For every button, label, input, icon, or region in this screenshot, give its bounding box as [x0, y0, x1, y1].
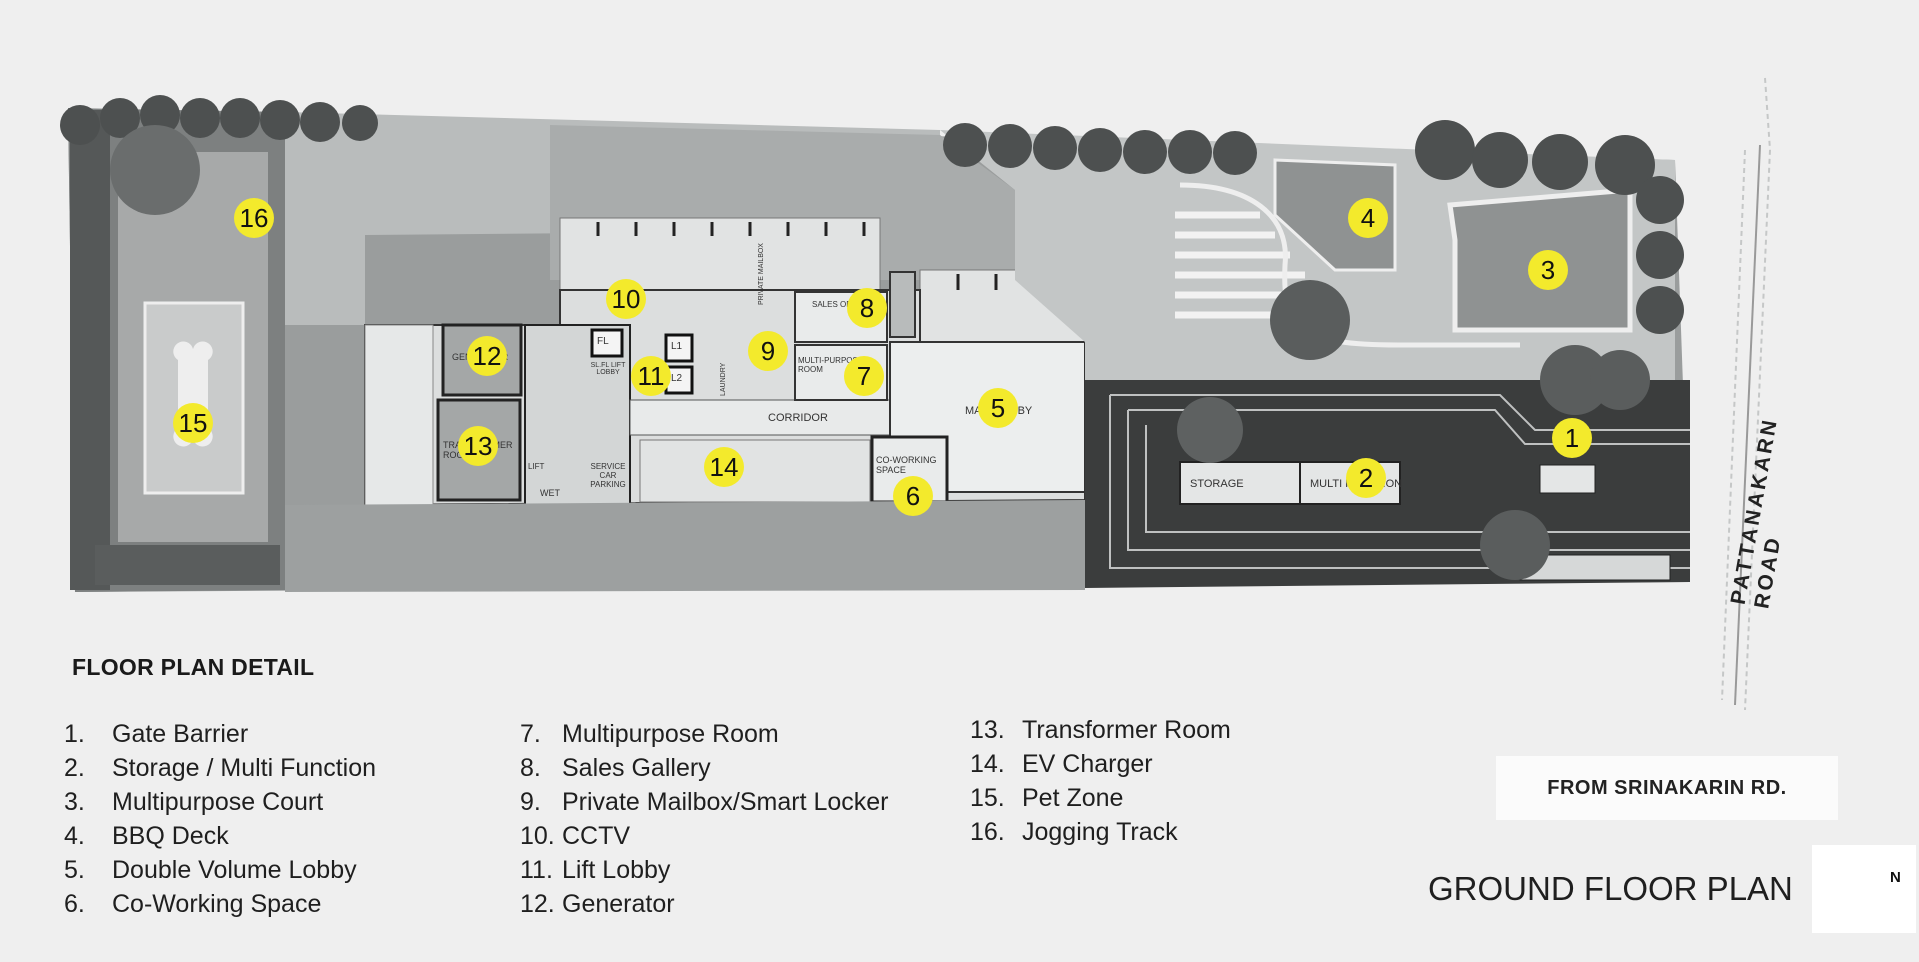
road-edge-lines: [1721, 77, 1772, 711]
marker-10: 10: [606, 279, 646, 319]
room-label-sl-fl-lift-lobby: SL.FL LIFT LOBBY: [590, 362, 626, 376]
legend-column-2: 7.Multipurpose Room 8.Sales Gallery 9.Pr…: [520, 720, 889, 924]
room-label-lift: LIFT: [528, 462, 545, 471]
north-label: N: [1890, 869, 1901, 886]
legend-item: 7.Multipurpose Room: [520, 720, 779, 748]
parking-row-north-left: [559, 217, 881, 294]
legend-item: 15.Pet Zone: [970, 784, 1124, 812]
south-strip: [285, 500, 1085, 592]
gate-barrier-box: [1539, 464, 1596, 494]
legend-item: 16.Jogging Track: [970, 818, 1178, 846]
marker-5: 5: [978, 388, 1018, 428]
from-srinakarin-label: FROM SRINAKARIN RD.: [1496, 756, 1838, 820]
legend-item: 11.Lift Lobby: [520, 856, 671, 884]
marker-16: 16: [234, 198, 274, 238]
legend-item: 14.EV Charger: [970, 750, 1153, 778]
legend-item: 9.Private Mailbox/Smart Locker: [520, 788, 889, 816]
legend-column-3: 13.Transformer Room 14.EV Charger 15.Pet…: [970, 716, 1231, 852]
tree-canopies: [60, 95, 1684, 580]
marker-1: 1: [1552, 418, 1592, 458]
marker-4: 4: [1348, 198, 1388, 238]
legend-column-1: 1.Gate Barrier 2.Storage / Multi Functio…: [64, 720, 376, 924]
legend-item: 10.CCTV: [520, 822, 631, 850]
plan-title: GROUND FLOOR PLAN: [1428, 870, 1793, 907]
corridor-zone: [629, 399, 891, 436]
ev-parking-row: [639, 439, 871, 503]
marker-9: 9: [748, 331, 788, 371]
room-label-laundry: LAUNDRY: [720, 362, 727, 396]
legend-title: FLOOR PLAN DETAIL: [72, 654, 315, 680]
marker-7: 7: [844, 356, 884, 396]
room-label-sales-office: SALES OFFICE: [812, 300, 870, 309]
room-label-co-working: CO-WORKING SPACE: [876, 455, 937, 475]
marker-14: 14: [704, 447, 744, 487]
tree-line-south-west: [95, 545, 280, 585]
stair-core: [889, 271, 916, 338]
lift-fl: [590, 328, 624, 358]
compass-box: N: [1812, 845, 1916, 933]
marker-6: 6: [893, 476, 933, 516]
room-label-mailbox: PRIVATE MAILBOX: [758, 243, 765, 305]
room-label-storage: STORAGE: [1190, 478, 1244, 490]
legend-item: 2.Storage / Multi Function: [64, 754, 377, 782]
marker-8: 8: [847, 288, 887, 328]
marker-2: 2: [1346, 458, 1386, 498]
bbq-deck-zone: [1273, 158, 1397, 272]
legend-item: 3.Multipurpose Court: [64, 788, 324, 816]
marker-3: 3: [1528, 250, 1568, 290]
legend-item: 1.Gate Barrier: [64, 720, 249, 748]
legend-item: 12.Generator: [520, 890, 675, 918]
room-label-corridor: CORRIDOR: [768, 412, 828, 424]
room-label-fl: FL: [597, 336, 609, 347]
legend-item: 4.BBQ Deck: [64, 822, 229, 850]
legend-item: 8.Sales Gallery: [520, 754, 711, 782]
room-label-multipurpose-room: MULTI-PURPOSE ROOM: [798, 356, 864, 374]
marker-11: 11: [631, 356, 671, 396]
parking-west: [364, 324, 434, 506]
room-label-l1: L1: [671, 341, 683, 352]
room-label-wet: WET: [540, 488, 560, 498]
room-label-service-parking: SERVICE CAR PARKING: [590, 462, 626, 489]
lift-l1: [664, 333, 694, 363]
marker-12: 12: [467, 336, 507, 376]
marker-15: 15: [173, 403, 213, 443]
legend-item: 13.Transformer Room: [970, 716, 1231, 744]
legend-item: 5.Double Volume Lobby: [64, 856, 357, 884]
room-label-l2: L2: [671, 373, 683, 384]
marker-13: 13: [458, 426, 498, 466]
legend-item: 6.Co-Working Space: [64, 890, 322, 918]
tree-line-west: [70, 110, 110, 590]
road-solid-edge: [1734, 144, 1761, 706]
